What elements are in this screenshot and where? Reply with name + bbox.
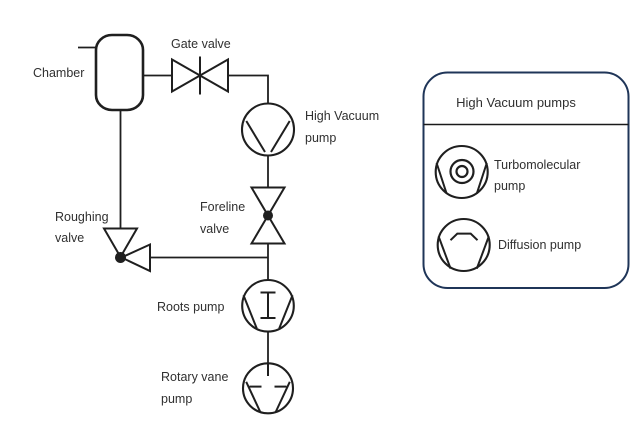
foreline-valve-label-line1: Foreline	[200, 200, 245, 214]
roots-pump-left-vane	[242, 294, 258, 329]
roughing-valve-symbol	[102, 227, 151, 273]
rotary-vane-pump-body	[241, 362, 295, 415]
high-vacuum-pump-symbol	[240, 102, 296, 157]
rotary-vane-pump-symbol	[241, 362, 295, 415]
turbomolecular-pump-inner-ring	[455, 164, 469, 179]
turbomolecular-pump-body	[434, 144, 489, 200]
rotary-vane-pump-label-line1: Rotary vane	[161, 370, 228, 384]
gate-valve-label: Gate valve	[171, 37, 231, 51]
roots-pump-body	[241, 278, 295, 333]
turbomolecular-pump-left-vane	[435, 162, 448, 194]
turbomolecular-pump-label-line2: pump	[494, 179, 525, 193]
turbomolecular-pump-right-vane	[475, 162, 488, 194]
roughing-valve-top-triangle	[102, 227, 139, 259]
chamber-body	[94, 33, 145, 112]
gate-valve-right-triangle	[197, 57, 229, 94]
foreline-valve-symbol	[249, 186, 287, 245]
legend-box	[422, 71, 630, 289]
gate-valve-symbol	[171, 56, 229, 95]
rotary-vane-pump-left-vane	[245, 381, 262, 413]
diffusion-pump-right-vane	[475, 236, 490, 269]
roughing-valve-label-line2: valve	[55, 231, 84, 245]
turbomolecular-pump-label-line1: Turbomolecular	[494, 158, 580, 172]
roughing-valve-junction-dot	[115, 252, 126, 263]
foreline-valve-junction-dot	[263, 210, 273, 221]
foreline-valve-bottom-triangle	[249, 213, 287, 245]
high-vacuum-pump-label-line2: pump	[305, 131, 336, 145]
chamber-label: Chamber	[33, 66, 84, 80]
diffusion-pump-left-vane	[437, 236, 452, 269]
high-vacuum-pump-label-line1: High Vacuum	[305, 109, 379, 123]
diffusion-pump-jet-cap	[449, 232, 479, 241]
chamber-symbol	[94, 33, 145, 112]
roots-pump-label: Roots pump	[157, 300, 224, 314]
legend: High Vacuum pumps Turbomolecular pump Di…	[422, 71, 630, 289]
foreline-valve-top-triangle	[249, 186, 287, 218]
diffusion-pump-icon	[436, 217, 491, 273]
rotary-vane-pump-right-vane	[274, 381, 291, 413]
roots-pump-symbol	[241, 278, 295, 333]
high-vacuum-pump-body	[240, 102, 296, 157]
roughing-valve-right-triangle	[119, 242, 151, 273]
high-vacuum-pump-left-vane	[245, 120, 266, 153]
roots-pump-right-vane	[278, 294, 294, 329]
high-vacuum-pump-right-vane	[270, 120, 291, 153]
legend-title: High Vacuum pumps	[456, 95, 576, 110]
diffusion-pump-body	[436, 217, 491, 273]
pipe-gate-valve-to-high-vacuum-pump	[228, 74, 269, 104]
gate-valve-left-triangle	[171, 57, 203, 94]
turbomolecular-pump-icon	[434, 144, 489, 200]
diffusion-pump-label: Diffusion pump	[498, 238, 581, 252]
turbomolecular-pump-outer-ring	[449, 158, 475, 185]
roughing-valve-label-line1: Roughing	[55, 210, 109, 224]
foreline-valve-label-line2: valve	[200, 222, 229, 236]
rotary-vane-pump-label-line2: pump	[161, 392, 192, 406]
